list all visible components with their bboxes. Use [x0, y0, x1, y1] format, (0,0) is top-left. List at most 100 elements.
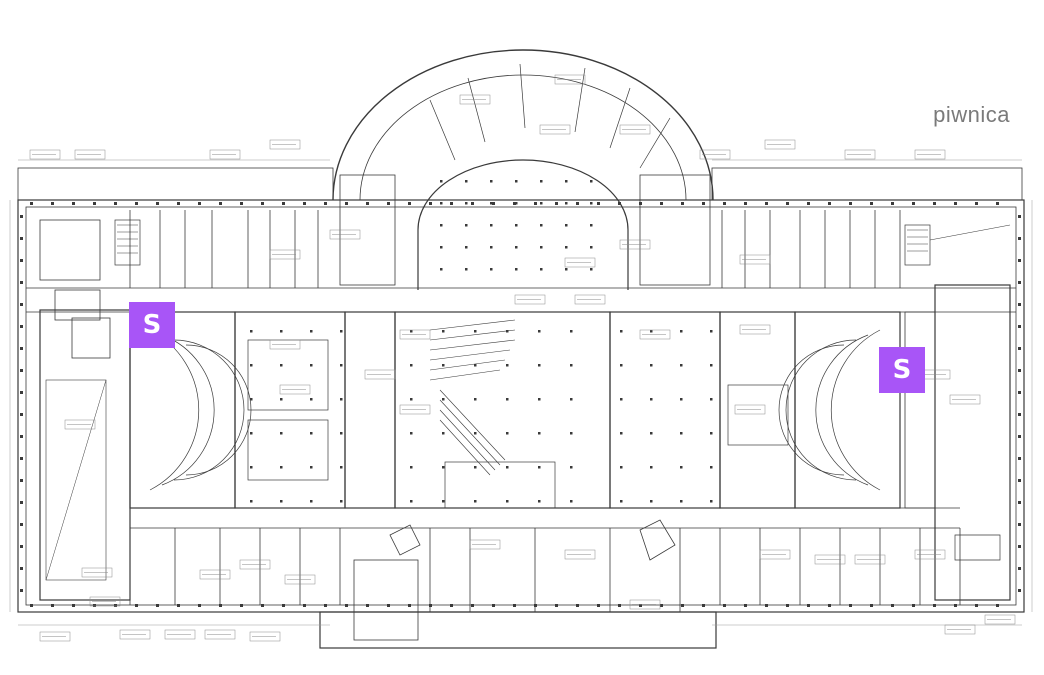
room-tag-box: [239, 559, 271, 570]
column-mark: [912, 604, 915, 607]
column-mark: [465, 246, 468, 249]
column-mark: [114, 604, 117, 607]
column-mark: [710, 500, 713, 503]
column-mark: [310, 330, 313, 333]
column-mark: [680, 330, 683, 333]
room-tag-box: [284, 574, 316, 585]
column-mark: [280, 500, 283, 503]
room-tag-box: [734, 404, 766, 415]
column-mark: [1018, 325, 1021, 328]
column-mark: [387, 202, 390, 205]
column-mark: [506, 432, 509, 435]
stairs-marker-right[interactable]: S: [879, 347, 925, 393]
column-mark: [282, 604, 285, 607]
room-tag-box: [944, 624, 976, 635]
column-mark: [20, 567, 23, 570]
room-tag-box: [739, 254, 771, 265]
column-mark: [1018, 413, 1021, 416]
column-mark: [324, 604, 327, 607]
column-mark: [565, 224, 568, 227]
column-mark: [198, 202, 201, 205]
column-mark: [710, 466, 713, 469]
column-mark: [702, 604, 705, 607]
column-mark: [250, 364, 253, 367]
room-tag-box: [564, 549, 596, 560]
column-mark: [345, 202, 348, 205]
column-mark: [597, 604, 600, 607]
column-mark: [660, 604, 663, 607]
column-mark: [1018, 589, 1021, 592]
column-mark: [870, 604, 873, 607]
stairs-marker-left[interactable]: S: [129, 302, 175, 348]
column-mark: [93, 604, 96, 607]
column-mark: [1018, 545, 1021, 548]
column-mark: [1018, 259, 1021, 262]
room-tag-box: [279, 384, 311, 395]
column-mark: [650, 364, 653, 367]
column-mark: [51, 202, 54, 205]
column-mark: [506, 364, 509, 367]
column-mark: [490, 202, 493, 205]
column-mark: [250, 330, 253, 333]
column-mark: [474, 398, 477, 401]
column-mark: [490, 268, 493, 271]
column-mark: [1018, 281, 1021, 284]
column-mark: [490, 224, 493, 227]
room-tag-box: [204, 629, 236, 640]
column-mark: [440, 224, 443, 227]
room-tag-box: [844, 149, 876, 160]
column-mark: [410, 398, 413, 401]
column-mark: [506, 466, 509, 469]
floor-name-label: piwnica: [933, 102, 1010, 127]
column-mark: [1018, 391, 1021, 394]
column-mark: [280, 330, 283, 333]
column-mark: [538, 432, 541, 435]
column-mark: [156, 202, 159, 205]
column-mark: [639, 604, 642, 607]
column-mark: [1018, 215, 1021, 218]
column-mark: [555, 202, 558, 205]
column-mark: [20, 325, 23, 328]
room-tag-box: [619, 124, 651, 135]
column-mark: [513, 604, 516, 607]
column-mark: [570, 466, 573, 469]
column-mark: [534, 202, 537, 205]
column-mark: [620, 500, 623, 503]
column-mark: [515, 246, 518, 249]
column-mark: [570, 500, 573, 503]
column-mark: [1018, 479, 1021, 482]
column-mark: [590, 202, 593, 205]
column-mark: [20, 391, 23, 394]
column-mark: [723, 604, 726, 607]
column-mark: [597, 202, 600, 205]
column-mark: [620, 432, 623, 435]
room-tag-box: [459, 94, 491, 105]
column-mark: [474, 364, 477, 367]
column-mark: [1018, 347, 1021, 350]
column-mark: [72, 604, 75, 607]
column-mark: [20, 501, 23, 504]
room-tag-box: [399, 329, 431, 340]
column-mark: [710, 364, 713, 367]
column-mark: [765, 202, 768, 205]
room-tag-box: [914, 549, 946, 560]
column-mark: [410, 466, 413, 469]
column-mark: [540, 224, 543, 227]
column-mark: [93, 202, 96, 205]
column-mark: [442, 432, 445, 435]
column-mark: [465, 180, 468, 183]
room-tag-box: [329, 229, 361, 240]
column-mark: [366, 202, 369, 205]
room-tag-box: [199, 569, 231, 580]
column-mark: [442, 364, 445, 367]
room-tag-box: [469, 539, 501, 550]
column-mark: [135, 202, 138, 205]
column-mark: [429, 202, 432, 205]
column-mark: [710, 330, 713, 333]
column-mark: [20, 435, 23, 438]
column-mark: [576, 604, 579, 607]
column-mark: [506, 330, 509, 333]
column-mark: [680, 398, 683, 401]
room-tag-box: [39, 631, 71, 642]
column-mark: [744, 604, 747, 607]
